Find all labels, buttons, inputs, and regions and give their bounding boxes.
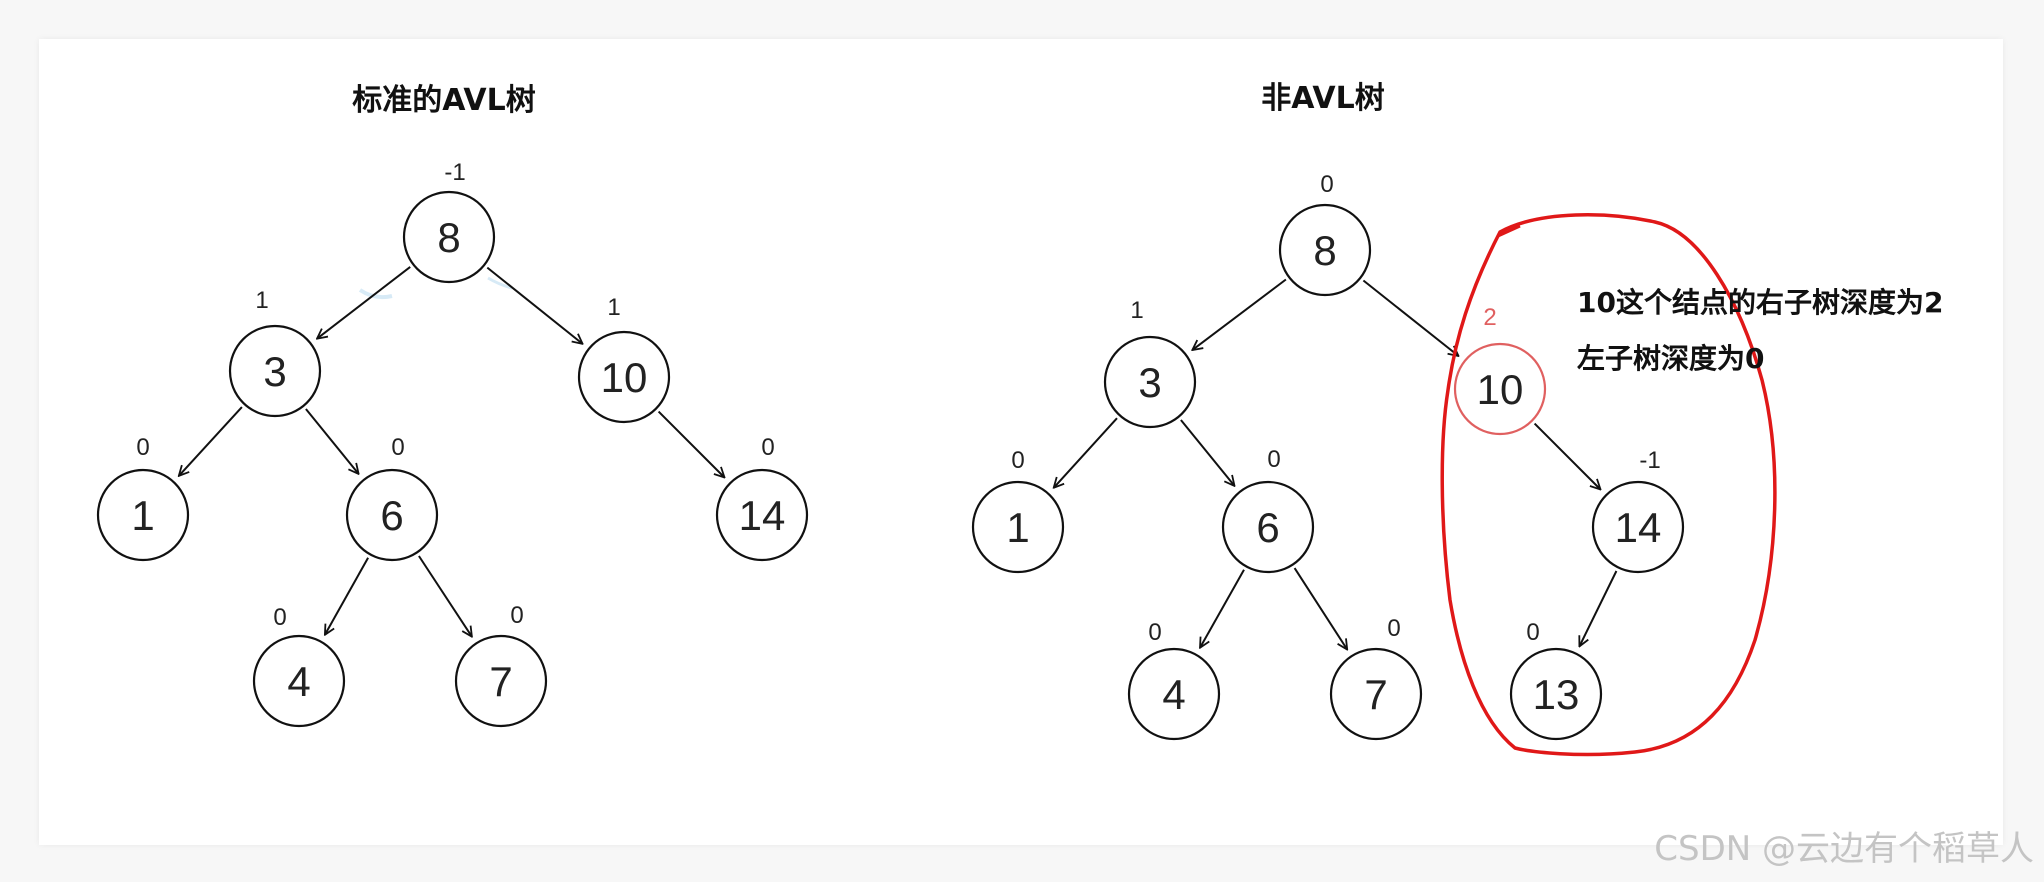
right-edge-6-to-7 xyxy=(1293,567,1348,649)
left-node-14-balance-factor: 0 xyxy=(761,434,774,461)
right-edge-14-to-13 xyxy=(1579,570,1618,646)
right-node-6-label: 6 xyxy=(1256,504,1279,551)
right-node-13-balance-factor: 0 xyxy=(1526,619,1539,646)
right-edge-3-to-6 xyxy=(1180,419,1235,486)
left-node-1-balance-factor: 0 xyxy=(136,434,149,461)
right-node-8-balance-factor: 0 xyxy=(1320,171,1333,198)
left-edge-8-to-3 xyxy=(317,266,411,339)
right-tree-title: 非AVL树 xyxy=(1261,81,1385,116)
left-node-6-balance-factor: 0 xyxy=(391,434,404,461)
right-edge-10-to-14 xyxy=(1533,422,1601,490)
right-node-7-balance-factor: 0 xyxy=(1387,615,1400,642)
right-edge-8-to-10 xyxy=(1362,279,1458,357)
right-node-6: 60 xyxy=(1221,446,1315,574)
annotation-line-1: 10这个结点的右子树深度为2 xyxy=(1577,286,1943,319)
right-node-14-circle xyxy=(1591,480,1685,574)
left-node-6: 60 xyxy=(345,434,439,562)
highlight-loop xyxy=(1440,213,1777,757)
left-node-3-circle xyxy=(228,324,322,418)
left-node-1-label: 1 xyxy=(131,492,154,539)
right-node-3: 31 xyxy=(1103,297,1197,429)
left-node-3-balance-factor: 1 xyxy=(255,287,268,314)
right-node-7: 70 xyxy=(1329,615,1423,741)
right-node-4-label: 4 xyxy=(1162,671,1185,718)
right-node-8-circle xyxy=(1278,203,1372,297)
left-edge-10-to-14 xyxy=(657,410,725,478)
right-node-1: 10 xyxy=(971,447,1065,574)
right-node-3-label: 3 xyxy=(1138,359,1161,406)
left-node-8-balance-factor: -1 xyxy=(444,159,465,186)
right-edge-6-to-4 xyxy=(1200,569,1245,648)
right-node-7-circle xyxy=(1329,647,1423,741)
left-node-14: 14 0 xyxy=(715,434,809,562)
left-edge-6-to-4 xyxy=(325,557,369,635)
left-node-3-label: 3 xyxy=(263,348,286,395)
right-edge-8-to-3 xyxy=(1192,278,1287,351)
right-node-14-balance-factor: -1 xyxy=(1639,447,1660,474)
annotation-line-2: 左子树深度为0 xyxy=(1577,342,1764,375)
left-node-3: 31 xyxy=(228,287,322,418)
right-node-8: 80 xyxy=(1278,171,1372,297)
left-node-7-label: 7 xyxy=(489,658,512,705)
left-node-8: 8 -1 xyxy=(402,159,496,284)
left-node-7-balance-factor: 0 xyxy=(510,602,523,629)
right-node-10-balance-factor: 2 xyxy=(1483,304,1496,331)
right-node-1-balance-factor: 0 xyxy=(1011,447,1024,474)
right-node-8-label: 8 xyxy=(1313,227,1336,274)
left-node-8-circle xyxy=(402,190,496,284)
highlight-loop-start-tick xyxy=(1497,224,1521,238)
left-node-8-label: 8 xyxy=(437,214,460,261)
right-edge-3-to-1 xyxy=(1054,417,1118,488)
left-node-7-circle xyxy=(454,634,548,728)
right-node-10-circle xyxy=(1453,342,1547,436)
right-node-4: 40 xyxy=(1127,619,1221,741)
left-node-4-label: 4 xyxy=(287,658,310,705)
left-node-14-circle xyxy=(715,468,809,562)
left-edge-3-to-6 xyxy=(305,408,359,474)
right-node-13-label: 13 xyxy=(1533,671,1580,718)
right-node-3-balance-factor: 1 xyxy=(1130,297,1143,324)
left-node-4-balance-factor: 0 xyxy=(273,604,286,631)
right-node-10-label: 10 xyxy=(1477,366,1524,413)
left-node-14-label: 14 xyxy=(739,492,786,539)
right-node-1-circle xyxy=(971,480,1065,574)
right-node-6-balance-factor: 0 xyxy=(1267,446,1280,473)
left-node-4-circle xyxy=(252,634,346,728)
right-node-13: 13 0 xyxy=(1509,619,1603,741)
left-node-6-label: 6 xyxy=(380,492,403,539)
right-tree-edges xyxy=(1054,278,1618,650)
left-node-1-circle xyxy=(96,468,190,562)
right-node-7-label: 7 xyxy=(1364,671,1387,718)
diagram-card xyxy=(39,39,2003,845)
left-node-10-circle xyxy=(577,330,671,424)
left-node-6-circle xyxy=(345,468,439,562)
left-edge-6-to-7 xyxy=(418,555,472,637)
left-node-1: 10 xyxy=(96,434,190,562)
left-tree-edges xyxy=(179,266,725,637)
left-tree-title: 标准的AVL树 xyxy=(352,83,536,118)
right-node-6-circle xyxy=(1221,480,1315,574)
left-edge-8-to-10 xyxy=(486,266,582,344)
left-node-4: 40 xyxy=(252,604,346,728)
right-node-1-label: 1 xyxy=(1006,504,1029,551)
right-node-10: 10 2 xyxy=(1453,304,1547,436)
watermark: CSDN @云边有个稻草人 xyxy=(1654,829,2034,869)
right-node-4-circle xyxy=(1127,647,1221,741)
left-node-10-balance-factor: 1 xyxy=(607,294,620,321)
right-node-3-circle xyxy=(1103,335,1197,429)
left-node-10: 10 1 xyxy=(577,294,671,424)
right-node-13-circle xyxy=(1509,647,1603,741)
left-node-10-label: 10 xyxy=(601,354,648,401)
right-node-4-balance-factor: 0 xyxy=(1148,619,1161,646)
left-node-7: 70 xyxy=(454,602,548,728)
left-edge-3-to-1 xyxy=(179,406,243,476)
right-node-14-label: 14 xyxy=(1615,504,1662,551)
right-node-14: 14 -1 xyxy=(1591,447,1685,574)
